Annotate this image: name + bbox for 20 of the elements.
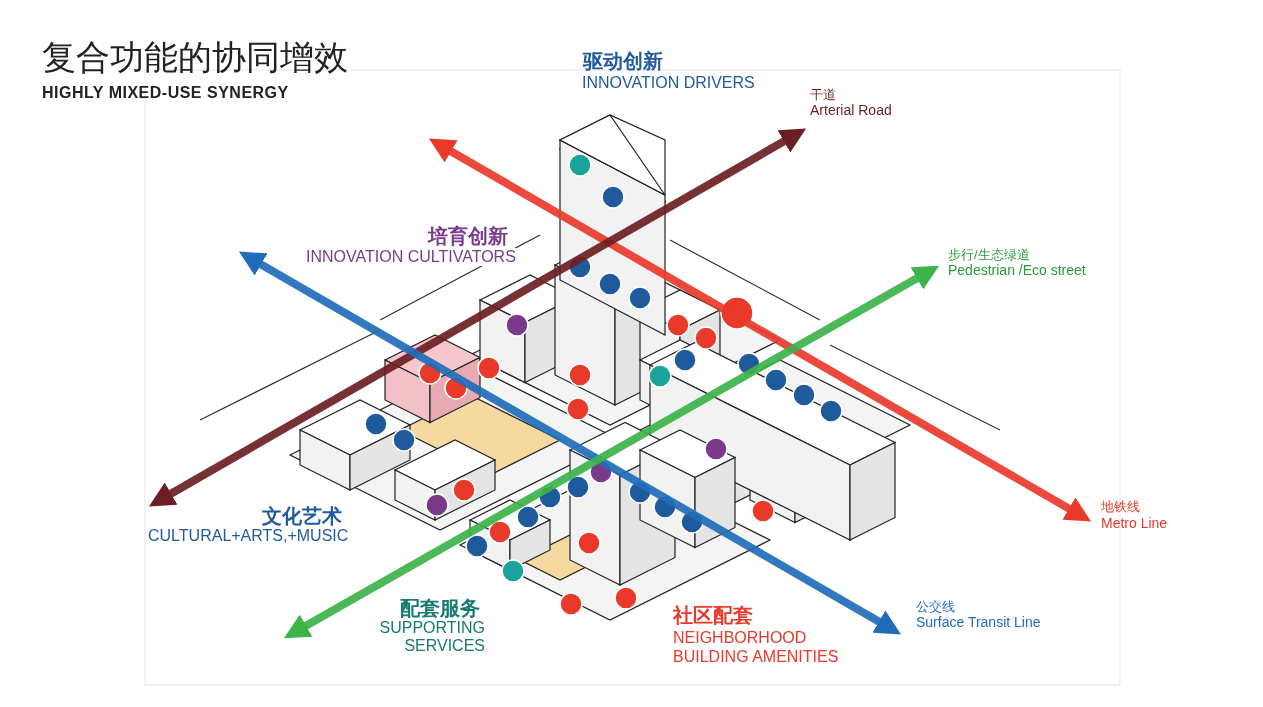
category-heading: 社区配套 [673,604,753,627]
category-label: CULTURAL+ARTS,+MUSIC [148,527,349,546]
axis-heading: 步行/生态绿道 [948,248,1030,263]
subtitle: HIGHLY MIXED-USE SYNERGY [42,84,289,103]
category-label: NEIGHBORHOOD BUILDING AMENITIES [673,628,840,667]
category-label: SUPPORTING SERVICES [378,619,485,656]
axis-label: Pedestrian /Eco street [948,262,1086,279]
category-heading: 文化艺术 [262,505,342,528]
axis-label: Metro Line [1101,515,1168,532]
category-label: INNOVATION CULTIVATORS [306,248,516,267]
axis-label: Arterial Road [810,102,892,119]
axis-label: Surface Transit Line [916,614,1041,631]
axis-heading: 公交线 [916,600,955,615]
title: 复合功能的协同增效 [42,38,348,78]
category-label: INNOVATION DRIVERS [582,74,755,93]
axis-heading: 地铁线 [1101,500,1140,515]
category-heading: 驱动创新 [583,50,663,73]
axis-heading: 干道 [810,88,836,103]
category-heading: 配套服务 [400,597,480,620]
category-heading: 培育创新 [428,225,508,248]
